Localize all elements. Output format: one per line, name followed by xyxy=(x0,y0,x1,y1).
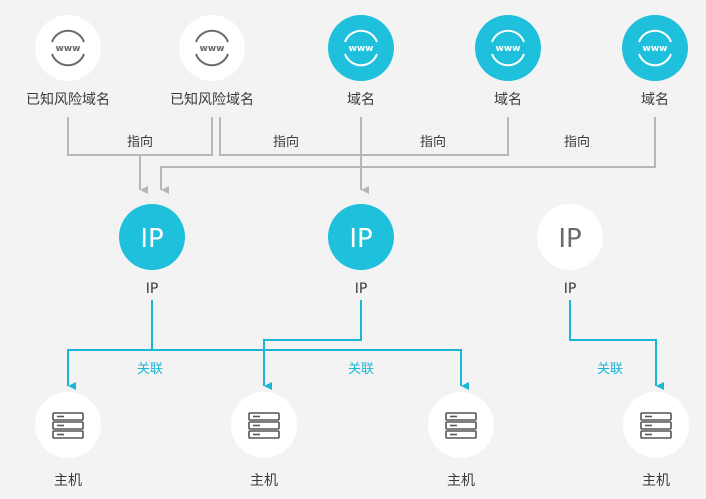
connector-ip1-host-3 xyxy=(152,349,469,390)
host-label: 主机 xyxy=(642,473,670,489)
domain-node-2[interactable]: www 已知风险域名 xyxy=(170,15,254,108)
point-label: 指向 xyxy=(273,134,299,150)
domain-circle xyxy=(622,15,688,81)
connector-ip1-host xyxy=(67,300,153,390)
point-label: 指向 xyxy=(127,134,153,150)
domain-label: 已知风险域名 xyxy=(26,91,110,108)
connector-domain-4 xyxy=(219,117,509,156)
server-icon xyxy=(248,412,280,439)
connector-ip3-host xyxy=(569,300,664,390)
relate-label: 关联 xyxy=(597,362,623,377)
domain-node-3[interactable]: www 域名 xyxy=(328,15,394,108)
relate-label: 关联 xyxy=(348,362,374,377)
point-label: 指向 xyxy=(564,134,590,150)
ip-icon-text: IP xyxy=(558,224,581,254)
connector-domain-1 xyxy=(67,117,148,194)
ip-circle xyxy=(119,204,185,270)
globe-icon: www xyxy=(51,29,85,67)
ip-node-3[interactable]: IP IP xyxy=(537,204,603,297)
domain-circle xyxy=(328,15,394,81)
host-circle xyxy=(231,392,297,458)
host-label: 主机 xyxy=(447,473,475,489)
ip-label: IP xyxy=(355,281,368,297)
ip-node-1[interactable]: IP IP xyxy=(119,204,185,297)
connector-domain-2 xyxy=(140,117,213,156)
host-node-4[interactable]: 主机 xyxy=(623,392,689,489)
www-text: www xyxy=(349,44,374,54)
ip-circle xyxy=(328,204,394,270)
globe-icon: www xyxy=(195,29,229,67)
connector-domain-5 xyxy=(160,117,656,194)
domain-to-ip-connectors xyxy=(67,117,656,194)
host-node-2[interactable]: 主机 xyxy=(231,392,297,489)
domain-circle xyxy=(475,15,541,81)
domain-label: 域名 xyxy=(494,92,522,108)
point-label: 指向 xyxy=(420,134,446,150)
domain-node-1[interactable]: www 已知风险域名 xyxy=(26,15,110,108)
relate-label: 关联 xyxy=(137,362,163,377)
www-text: www xyxy=(643,44,668,54)
host-circle xyxy=(35,392,101,458)
server-icon xyxy=(445,412,477,439)
ip-icon-text: IP xyxy=(349,224,372,254)
ip-icon-text: IP xyxy=(140,224,163,254)
domain-node-5[interactable]: www 域名 xyxy=(622,15,688,108)
host-circle xyxy=(623,392,689,458)
domain-label: 域名 xyxy=(641,92,669,108)
host-node-3[interactable]: 主机 xyxy=(428,392,494,489)
www-text: www xyxy=(200,44,225,54)
ip-circle xyxy=(537,204,603,270)
ip-label: IP xyxy=(564,281,577,297)
server-icon xyxy=(52,412,84,439)
host-node-1[interactable]: 主机 xyxy=(35,392,101,489)
domain-circle xyxy=(179,15,245,81)
www-text: www xyxy=(56,44,81,54)
ip-label: IP xyxy=(146,281,159,297)
www-text: www xyxy=(496,44,521,54)
globe-icon: www xyxy=(344,29,378,67)
domain-label: 已知风险域名 xyxy=(170,91,254,108)
connector-ip2-host xyxy=(263,300,362,390)
domain-label: 域名 xyxy=(347,92,375,108)
globe-icon: www xyxy=(638,29,672,67)
host-label: 主机 xyxy=(54,473,82,489)
server-icon xyxy=(640,412,672,439)
ip-node-2[interactable]: IP IP xyxy=(328,204,394,297)
ip-to-host-connectors xyxy=(67,300,664,390)
globe-icon: www xyxy=(491,29,525,67)
host-circle xyxy=(428,392,494,458)
domain-node-4[interactable]: www 域名 xyxy=(475,15,541,108)
domain-circle xyxy=(35,15,101,81)
host-label: 主机 xyxy=(250,473,278,489)
